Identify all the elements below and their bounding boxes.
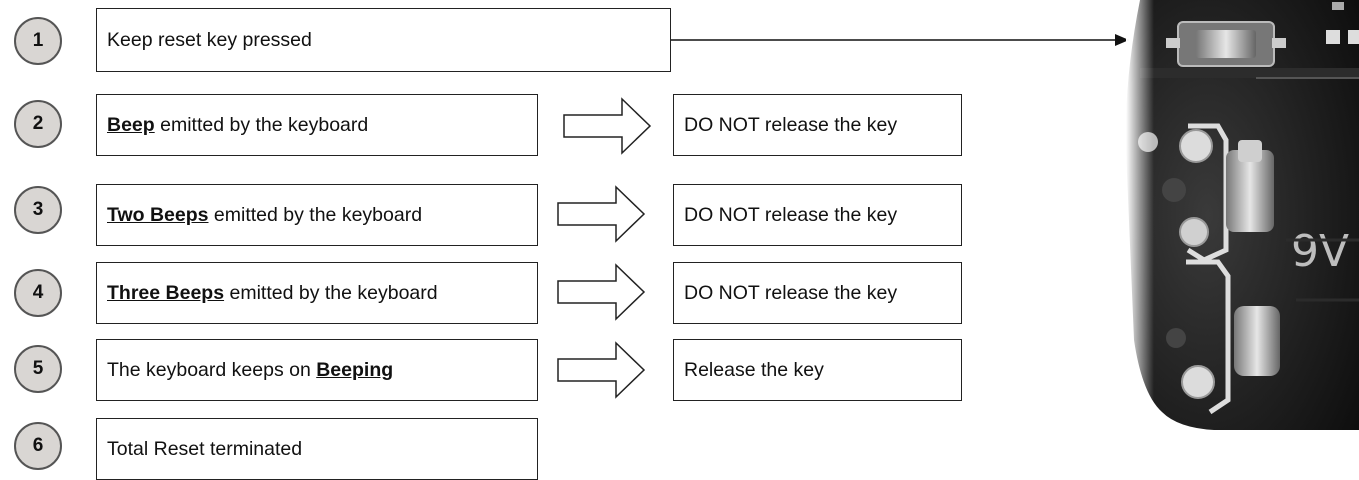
step-1-text: Keep reset key pressed <box>107 28 312 51</box>
step-2-text: Beep emitted by the keyboard <box>107 114 368 137</box>
step-number-5: 5 <box>14 345 62 393</box>
step-5-text: The keyboard keeps on Beeping <box>107 359 393 382</box>
step-3-result: DO NOT release the key <box>684 203 898 226</box>
step-number-2: 2 <box>14 100 62 148</box>
step-5-result: Release the key <box>684 358 824 381</box>
step-number-6: 6 <box>14 422 62 470</box>
circuit-board-photo: 9V <box>1126 0 1359 430</box>
step-2-result: DO NOT release the key <box>684 113 898 136</box>
step-4-box: Three Beeps emitted by the keyboard <box>96 262 538 324</box>
block-arrow-2 <box>563 97 652 155</box>
step-4-rest: emitted by the keyboard <box>224 281 438 304</box>
step-3-rest: emitted by the keyboard <box>208 203 423 226</box>
step-3-text: Two Beeps emitted by the keyboard <box>107 204 422 227</box>
step-2-box: Beep emitted by the keyboard <box>96 94 538 156</box>
step-number-3: 3 <box>14 186 62 234</box>
block-arrow-3 <box>557 185 646 243</box>
step-number-1: 1 <box>14 17 62 65</box>
step-number-4: 4 <box>14 269 62 317</box>
connector-arrow <box>671 34 1129 46</box>
step-3-result-box: DO NOT release the key <box>673 184 962 246</box>
step-5-lead: The keyboard keeps on <box>107 358 317 381</box>
block-arrow-4 <box>557 263 646 321</box>
step-4-text: Three Beeps emitted by the keyboard <box>107 282 438 305</box>
step-6-box: Total Reset terminated <box>96 418 538 480</box>
step-2-rest: emitted by the keyboard <box>154 113 369 136</box>
step-5-emphasis: Beeping <box>316 358 394 381</box>
step-4-result-box: DO NOT release the key <box>673 262 962 324</box>
step-2-result-box: DO NOT release the key <box>673 94 962 156</box>
block-arrow-5 <box>557 341 646 399</box>
step-1-box: Keep reset key pressed <box>96 8 671 72</box>
step-4-emphasis: Three Beeps <box>107 281 225 304</box>
step-3-box: Two Beeps emitted by the keyboard <box>96 184 538 246</box>
step-4-result: DO NOT release the key <box>684 281 898 304</box>
step-2-emphasis: Beep <box>107 113 155 136</box>
step-5-result-box: Release the key <box>673 339 962 401</box>
step-6-text: Total Reset terminated <box>107 437 303 460</box>
step-5-box: The keyboard keeps on Beeping <box>96 339 538 401</box>
step-3-emphasis: Two Beeps <box>107 203 209 226</box>
